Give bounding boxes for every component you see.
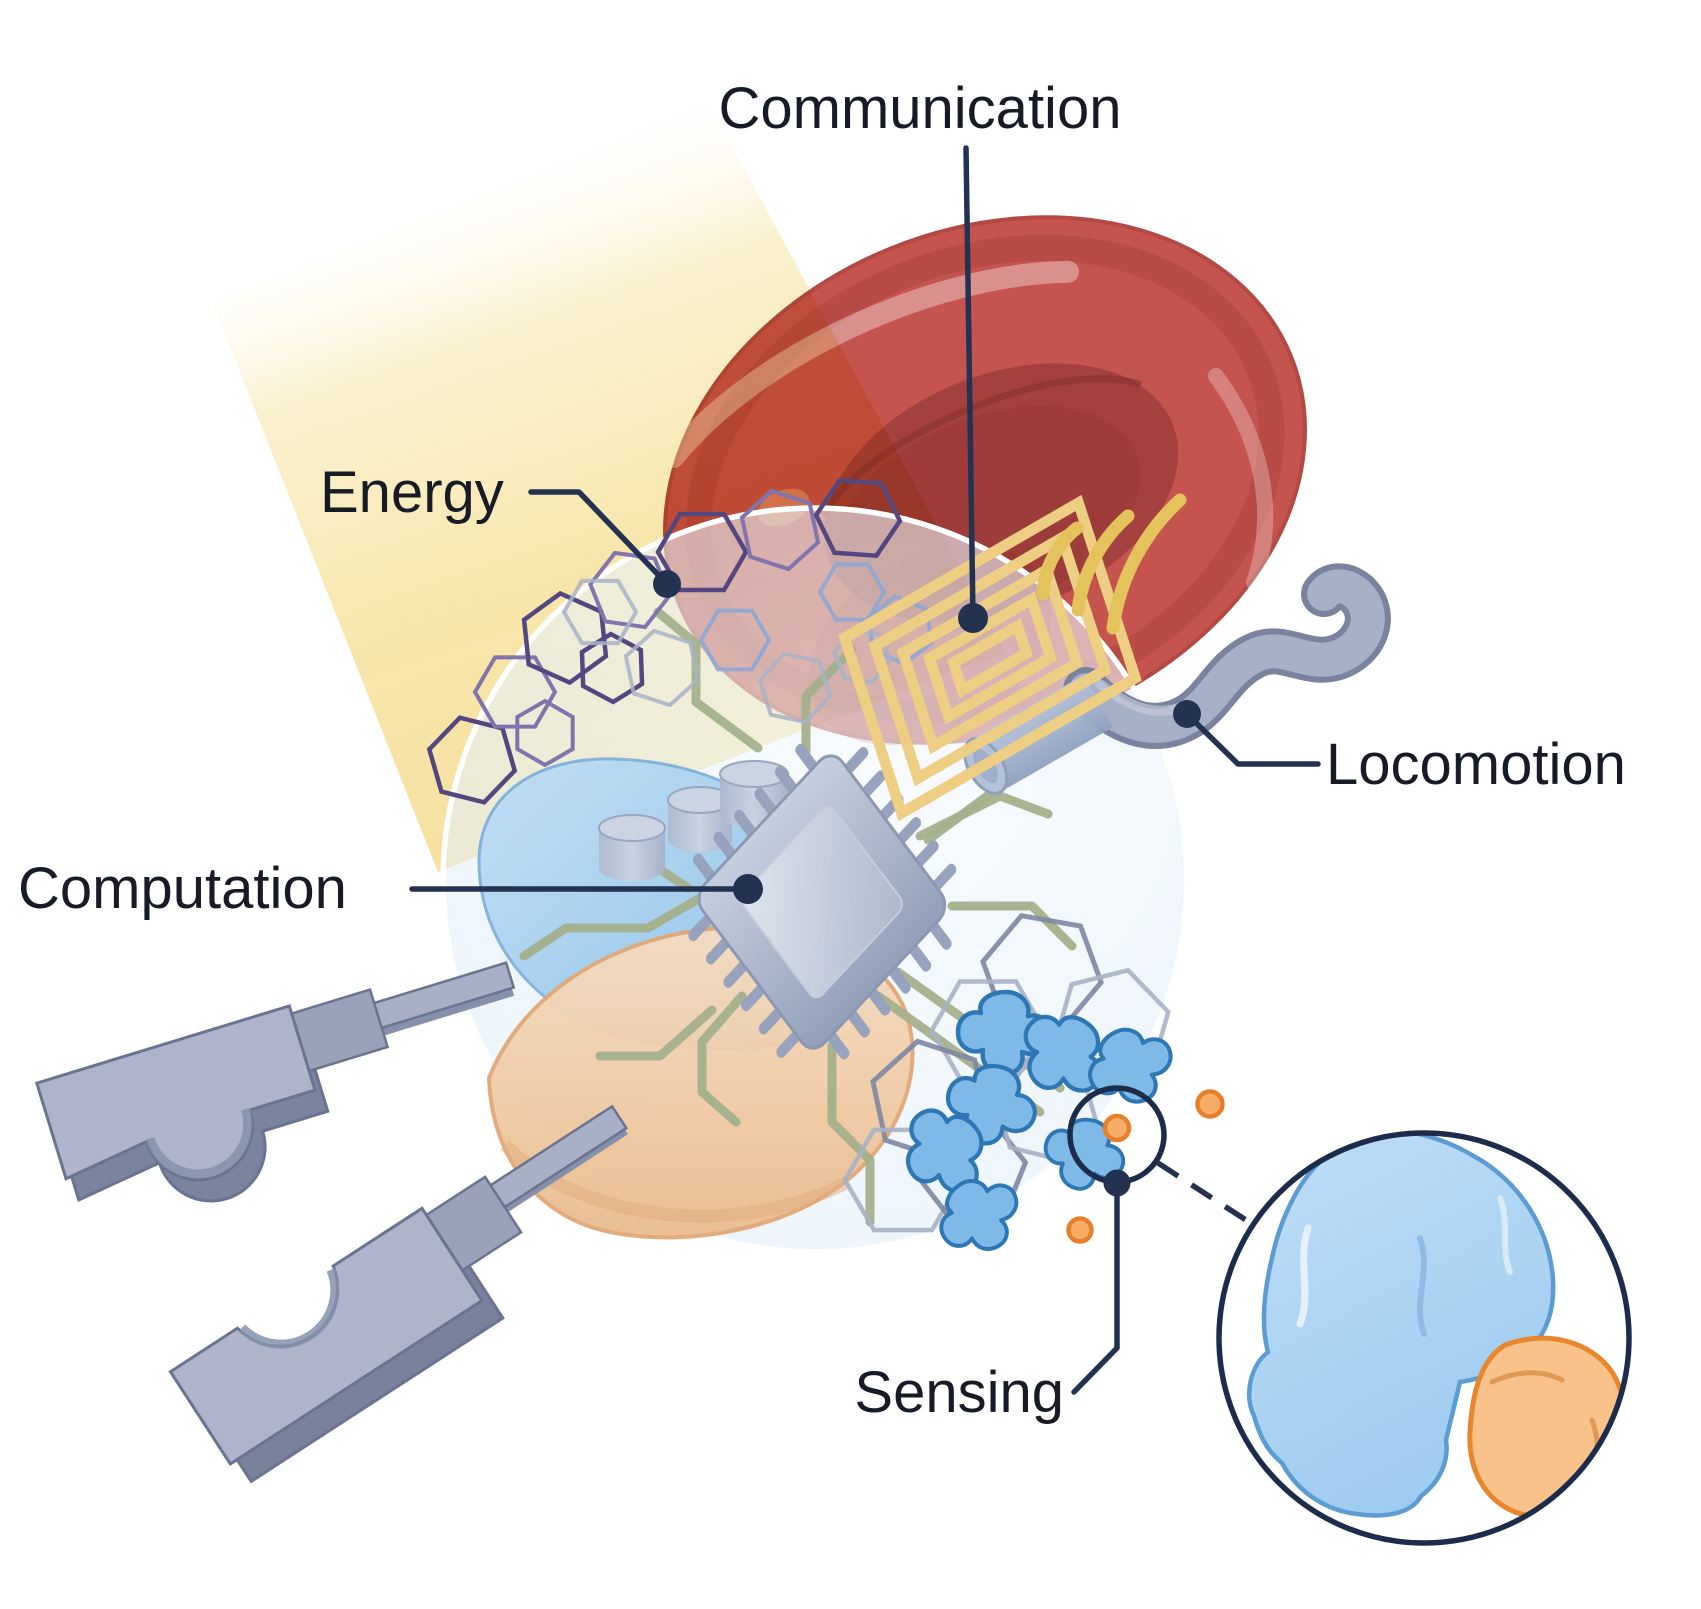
micro-grippers	[34, 961, 629, 1484]
label-computation: Computation	[18, 856, 347, 921]
capacitor	[667, 786, 733, 852]
inset-protein	[1246, 1135, 1556, 1518]
label-locomotion: Locomotion	[1326, 732, 1626, 797]
annotation-energy: Energy	[320, 460, 681, 598]
inset-detail	[1216, 1130, 1632, 1546]
label-communication: Communication	[719, 76, 1122, 141]
capacitors	[598, 760, 789, 881]
annotation-sensing: Sensing	[854, 1169, 1131, 1425]
computation-chip	[688, 743, 957, 1060]
ligand-dot	[1066, 1216, 1094, 1244]
signal-arcs-icon	[1036, 493, 1187, 635]
capacitor	[598, 814, 666, 881]
label-sensing: Sensing	[854, 1360, 1064, 1425]
magnifier-link-dashed	[1156, 1160, 1254, 1227]
annotation-locomotion: Locomotion	[1173, 700, 1626, 797]
inset-ligand	[1467, 1335, 1627, 1520]
ligand-dot	[1195, 1089, 1225, 1119]
annotation-communication: Communication	[719, 76, 1122, 633]
ligand-dot	[1102, 1113, 1132, 1143]
label-energy: Energy	[320, 460, 504, 525]
gripper-arm-upper	[34, 961, 516, 1203]
annotation-computation: Computation	[18, 856, 763, 921]
gripper-arm-lower	[168, 1104, 629, 1484]
